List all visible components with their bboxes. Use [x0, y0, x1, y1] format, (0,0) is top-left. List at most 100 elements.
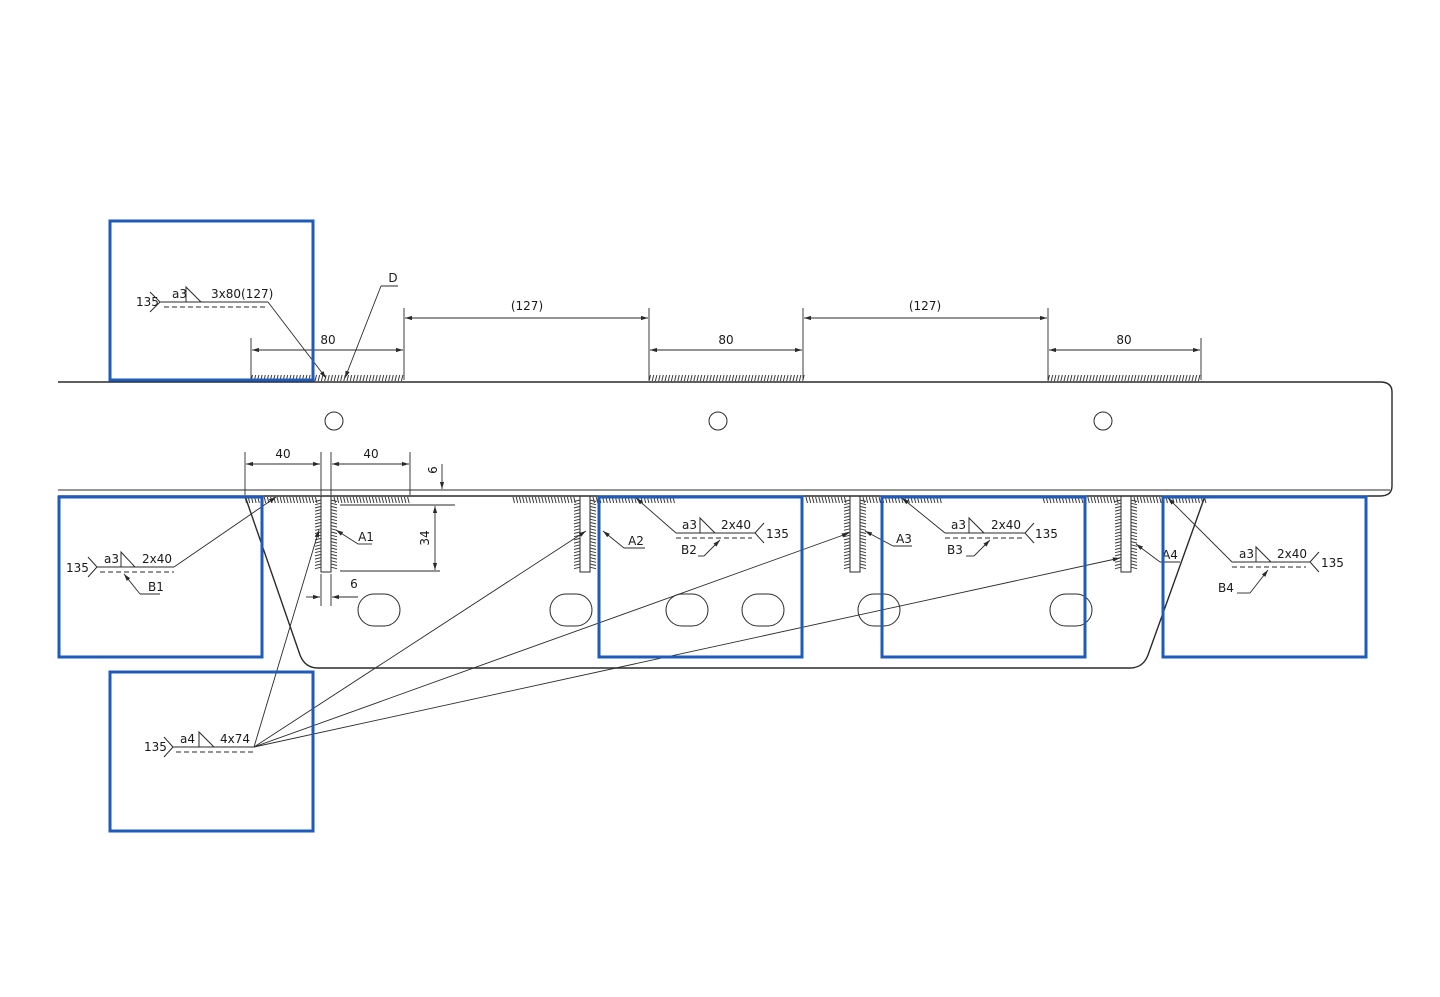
- weld-hatch: [375, 496, 378, 504]
- weld-hatch: [397, 374, 401, 382]
- beam-outline: [58, 381, 1393, 669]
- weld-hatch: [843, 541, 851, 544]
- weld-hatch: [872, 496, 875, 504]
- weld-hatch: [1130, 512, 1138, 515]
- weld-hatch: [651, 374, 655, 382]
- slot: [1049, 593, 1093, 627]
- slot: [357, 593, 401, 627]
- weld-hatch: [859, 534, 867, 538]
- weld-hatch: [589, 534, 597, 538]
- weld-hatch: [330, 509, 338, 512]
- weld-hatch: [295, 496, 299, 504]
- stiffeners: [320, 495, 1132, 573]
- weld-hatch: [302, 496, 305, 504]
- weld-hatch: [346, 496, 349, 504]
- weld-hatch: [368, 496, 372, 504]
- weld-hatch: [394, 496, 397, 504]
- weld-hatch: [1101, 374, 1105, 382]
- weld-hatch: [573, 496, 576, 504]
- weld-hatch: [1149, 374, 1153, 382]
- weld-hatch: [1139, 496, 1143, 504]
- weld-hatch: [722, 374, 725, 382]
- weld-hatch: [1130, 550, 1138, 554]
- weld-hatch: [368, 374, 372, 382]
- weld-hatch: [1114, 544, 1122, 547]
- weld-hatch: [573, 502, 581, 506]
- weld-hatch: [314, 525, 322, 528]
- weld-hatch: [314, 550, 322, 554]
- weld-hatch: [305, 496, 308, 504]
- weld-hatch: [573, 550, 581, 554]
- weld-hatch: [518, 496, 522, 504]
- weld-hatch: [770, 374, 773, 382]
- weld-hatch: [843, 521, 851, 525]
- weld-hatch: [317, 374, 321, 382]
- weld-hatch: [573, 518, 581, 522]
- weld-hatch: [330, 560, 338, 563]
- weld-hatch: [314, 541, 322, 544]
- weld-hatch: [859, 509, 867, 512]
- weld-hatch: [693, 374, 696, 382]
- weld-hatch: [1188, 374, 1191, 382]
- weld-hatch: [365, 374, 369, 382]
- weld-hatch: [815, 496, 818, 504]
- weld-hatch: [528, 496, 531, 504]
- weld-hatch: [1114, 566, 1122, 570]
- web-slots: [357, 593, 1093, 627]
- weld-hatch: [314, 521, 322, 525]
- weld-hatch: [400, 496, 404, 504]
- weld-hatch: [1105, 374, 1108, 382]
- weld-hatch: [589, 528, 597, 531]
- weld-hatch: [589, 537, 597, 541]
- b1-throat: a3: [104, 552, 119, 566]
- weld-hatch: [330, 544, 338, 547]
- weld-hatch: [352, 374, 356, 382]
- weld-hatch: [1130, 560, 1138, 563]
- weld-hatch: [1172, 374, 1175, 382]
- weld-hatch: [1140, 374, 1143, 382]
- weld-hatch: [1117, 374, 1121, 382]
- weld-hatch: [1114, 537, 1122, 541]
- weld-hatch: [356, 374, 359, 382]
- weld-hatch: [573, 537, 581, 541]
- weld-hatch: [1073, 374, 1076, 382]
- top-dimensions: 80 (127) 80 (127) 80: [250, 299, 1202, 380]
- weld-hatch: [1169, 374, 1172, 382]
- b3-ref: B3: [947, 543, 963, 557]
- weld-hatch: [371, 496, 375, 504]
- weld-hatch: [573, 515, 581, 518]
- dim-length-1: 80: [320, 333, 335, 347]
- weld-hatch: [541, 496, 544, 504]
- weld-hatch: [786, 374, 789, 382]
- weld-hatch: [1114, 512, 1122, 515]
- weld-hatch: [592, 496, 595, 504]
- weld-hatch: [834, 496, 837, 504]
- weld-hatch: [843, 563, 851, 566]
- weld-hatch: [330, 563, 338, 566]
- dim-height-34: 34: [418, 530, 432, 545]
- weld-hatch: [1165, 374, 1169, 382]
- weld-hatch: [1130, 544, 1138, 547]
- weld-hatch: [589, 560, 597, 563]
- weld-hatch: [375, 374, 378, 382]
- weld-hatch: [1092, 374, 1095, 382]
- weld-hatch: [573, 544, 581, 547]
- weld-hatch: [573, 560, 581, 563]
- weld-hatch: [859, 499, 867, 502]
- hole: [708, 411, 728, 431]
- weld-hatch: [314, 496, 318, 504]
- weld-hatch: [372, 374, 375, 382]
- b4-spec: 2x40: [1277, 547, 1307, 561]
- stiffener: [320, 495, 332, 573]
- weld-hatch: [1130, 553, 1138, 557]
- weld-hatch: [859, 515, 867, 518]
- weld-hatch: [1194, 374, 1198, 382]
- weld-hatch: [686, 374, 690, 382]
- weld-hatch: [573, 553, 581, 557]
- weld-hatch: [314, 512, 322, 515]
- weld-hatch: [1130, 541, 1138, 544]
- weld-hatch: [1130, 547, 1138, 550]
- weld-hatch: [1146, 496, 1149, 504]
- weld-hatch: [696, 374, 699, 382]
- weld-hatch: [1114, 499, 1122, 502]
